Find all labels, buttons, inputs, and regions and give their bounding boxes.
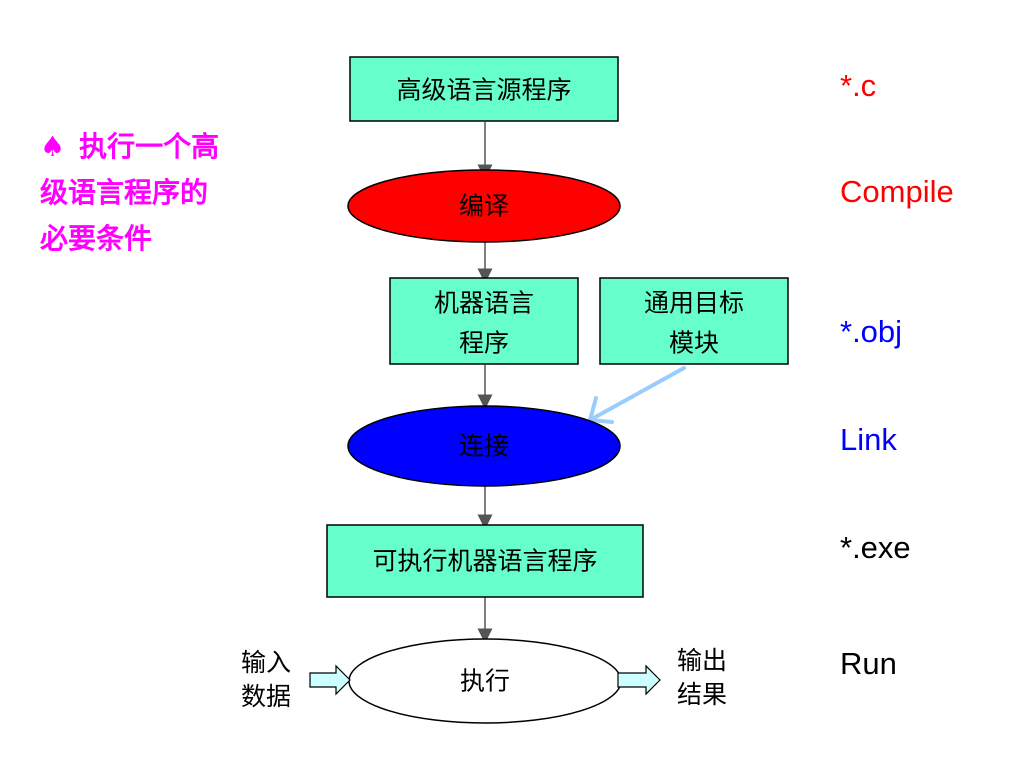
- link-step-label: Link: [840, 422, 897, 457]
- page-heading: ♠执行一个高 级语言程序的 必要条件: [40, 78, 300, 262]
- obj-extension-label: *.obj: [840, 314, 903, 349]
- input-data-line2: 数据: [240, 682, 291, 711]
- library-module-box: [599, 277, 789, 365]
- input-data-label: 输入 数据: [226, 646, 306, 714]
- link-label: 连接: [459, 432, 509, 461]
- machine-program-box: [389, 277, 579, 365]
- output-result-line1: 输出: [676, 646, 727, 675]
- input-data-line1: 输入: [240, 648, 291, 677]
- output-result-line2: 结果: [676, 680, 727, 709]
- execute-label: 执行: [460, 667, 510, 696]
- library-module-label-line2: 模块: [669, 329, 719, 358]
- source-program-label: 高级语言源程序: [396, 76, 571, 105]
- output-result-label: 输出 结果: [662, 644, 742, 712]
- source-program-box: [349, 56, 619, 122]
- compile-label: 编译: [459, 192, 509, 221]
- c-extension-label: *.c: [840, 68, 877, 103]
- run-step-label: Run: [840, 646, 897, 681]
- library-to-link-arrow: [587, 366, 686, 424]
- library-module-label-line1: 通用目标: [644, 289, 744, 318]
- exe-extension-label: *.exe: [840, 530, 911, 565]
- compile-ellipse: [347, 169, 621, 243]
- heading-text: 执行一个高 级语言程序的 必要条件: [40, 130, 220, 255]
- executable-program-box: [326, 524, 644, 598]
- input-data-arrow: [309, 664, 351, 696]
- machine-program-label-line1: 机器语言: [434, 289, 534, 318]
- executable-program-label: 可执行机器语言程序: [372, 547, 597, 576]
- compile-step-label: Compile: [840, 174, 954, 209]
- output-result-arrow: [617, 664, 661, 696]
- machine-program-label-line2: 程序: [459, 329, 509, 358]
- link-ellipse: [347, 405, 621, 487]
- spade-bullet-icon: ♠: [40, 130, 66, 163]
